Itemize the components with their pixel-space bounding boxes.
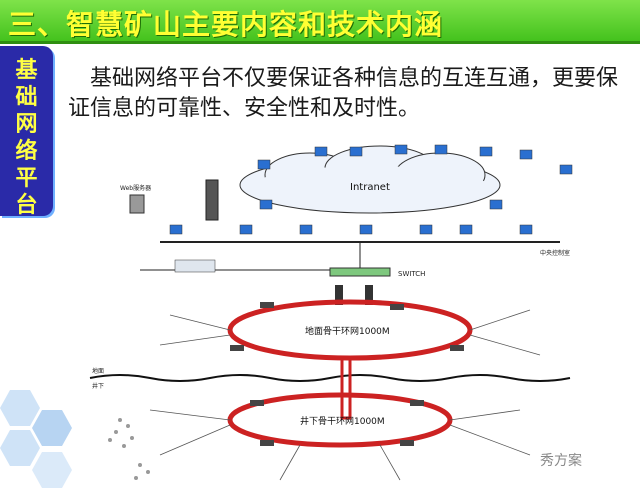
- side-label-char: 础: [15, 85, 38, 110]
- underground-ring-label: 井下骨干环网1000M: [300, 415, 385, 427]
- web-server-label: Web服务器: [120, 184, 151, 192]
- intranet-cloud: Intranet: [239, 145, 501, 214]
- watermark: 秀方案: [540, 453, 582, 469]
- side-label: 基 础 网 络 平 台: [0, 46, 53, 218]
- side-label-char: 台: [15, 193, 38, 218]
- ring-link: [340, 356, 352, 420]
- spoke-lines: [149, 309, 541, 481]
- side-label-char: 络: [15, 139, 38, 164]
- wireless-clients: [108, 418, 150, 480]
- bus-computers: [169, 224, 533, 235]
- surface-divider: [89, 374, 571, 382]
- body-text: 基础网络平台不仅要保证各种信息的互连互通，更要保证信息的可靠性、安全性和及时性。: [68, 66, 619, 121]
- center-control-label: 中央控制室: [540, 249, 570, 257]
- title-bar: 三、智慧矿山主要内容和技术内涵: [0, 0, 640, 44]
- slide-title: 三、智慧矿山主要内容和技术内涵: [8, 8, 444, 41]
- client-computers: [257, 144, 573, 210]
- below-ground-label: 井下: [92, 382, 104, 390]
- core-routers: [335, 285, 373, 305]
- hexagon-decoration: [0, 390, 72, 488]
- side-label-char: 平: [15, 166, 38, 191]
- core-switch: SWITCH: [329, 267, 425, 278]
- network-diagram: Intranet Web服务器 中央控制室 SWITCH 地面骨干环网1000M…: [89, 144, 573, 481]
- server-rack: Web服务器: [120, 179, 219, 221]
- ring-nodes: [230, 302, 464, 446]
- ground-ring-label: 地面骨干环网1000M: [305, 325, 390, 337]
- above-ground-label: 地面: [92, 367, 104, 375]
- side-label-char: 基: [15, 58, 38, 83]
- switch-label: SWITCH: [398, 270, 425, 278]
- side-label-char: 网: [15, 112, 38, 137]
- intranet-label: Intranet: [350, 182, 390, 193]
